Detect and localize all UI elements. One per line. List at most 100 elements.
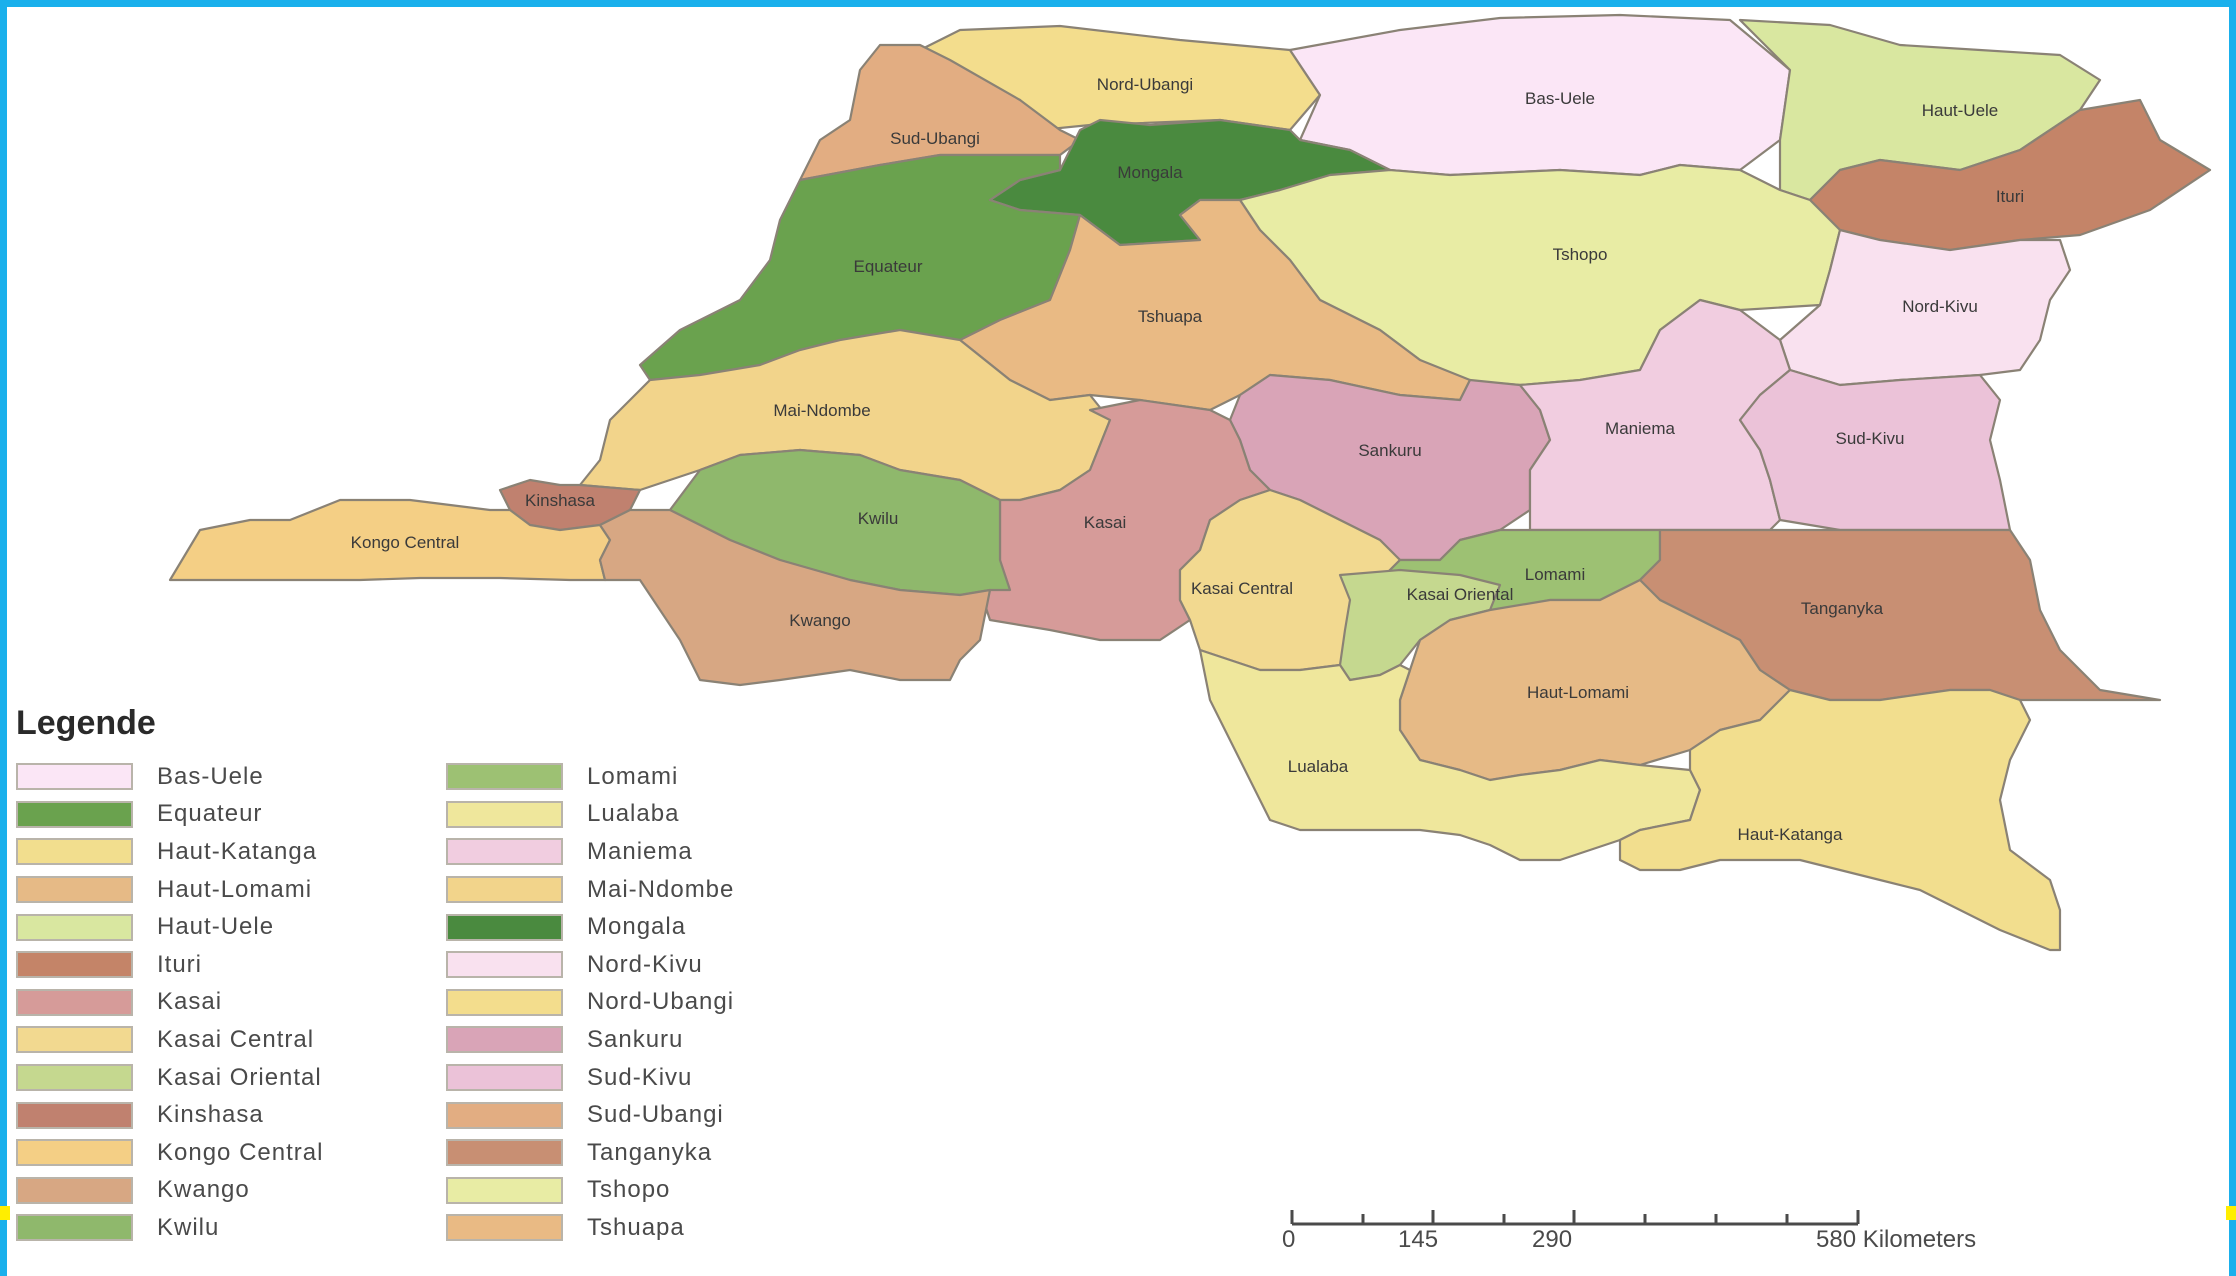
- legend-label: Kinshasa: [157, 1101, 264, 1129]
- province-kongo-central[interactable]: [168, 498, 612, 582]
- legend-item: Bas-Uele: [16, 758, 323, 796]
- legend-swatch: [446, 800, 563, 828]
- legend-swatch: [16, 1176, 133, 1204]
- legend-title: Legende: [16, 704, 156, 742]
- map-label-tshuapa: Tshuapa: [1138, 307, 1203, 326]
- legend-label: Lomami: [587, 762, 679, 790]
- map-label-kasai-central: Kasai Central: [1191, 579, 1293, 598]
- legend-item: Tshopo: [446, 1172, 734, 1210]
- legend-swatch: [446, 1026, 563, 1054]
- province-kwango[interactable]: [598, 508, 992, 687]
- scale-label-0: 0: [1282, 1226, 1296, 1253]
- province-haut-katanga[interactable]: [1618, 688, 2062, 952]
- province-nord-kivu[interactable]: [1778, 228, 2072, 387]
- legend-label: Bas-Uele: [157, 762, 264, 790]
- scale-bar: [1290, 1210, 1860, 1226]
- map-label-maniema: Maniema: [1605, 419, 1675, 438]
- legend-label: Kasai: [157, 988, 223, 1016]
- legend-label: Kasai Oriental: [157, 1063, 322, 1091]
- legend-label: Mongala: [587, 913, 687, 941]
- map-label-nord-ubangi: Nord-Ubangi: [1097, 75, 1193, 94]
- legend-swatch: [446, 951, 563, 979]
- legend-swatch: [446, 876, 563, 904]
- legend-label: Equateur: [157, 800, 263, 828]
- legend-item: Kasai Oriental: [16, 1059, 323, 1097]
- legend-label: Haut-Katanga: [157, 837, 318, 865]
- legend-item: Lomami: [446, 758, 734, 796]
- legend-swatch: [16, 1214, 133, 1242]
- legend-swatch: [16, 838, 133, 866]
- legend-item: Haut-Lomami: [16, 871, 323, 909]
- legend-item: Sankuru: [446, 1021, 734, 1059]
- map-label-kwango: Kwango: [789, 611, 850, 630]
- map-label-sud-kivu: Sud-Kivu: [1836, 429, 1905, 448]
- legend-label: Sankuru: [587, 1025, 684, 1053]
- map-label-ituri: Ituri: [1996, 187, 2024, 206]
- legend-swatch: [446, 913, 563, 941]
- legend-item: Haut-Uele: [16, 908, 323, 946]
- legend-label: Nord-Ubangi: [587, 988, 735, 1016]
- map-label-mai-ndombe: Mai-Ndombe: [773, 401, 870, 420]
- map-label-tshopo: Tshopo: [1553, 245, 1608, 264]
- legend-item: Maniema: [446, 833, 734, 871]
- legend-item: Sud-Ubangi: [446, 1096, 734, 1134]
- legend-label: Tshuapa: [587, 1213, 685, 1241]
- yellow-edge-marker-left: [0, 1206, 10, 1220]
- map-label-lomami: Lomami: [1525, 565, 1585, 584]
- map-label-kwilu: Kwilu: [858, 509, 899, 528]
- legend-item: Kinshasa: [16, 1096, 323, 1134]
- map-label-mongala: Mongala: [1117, 163, 1183, 182]
- map-label-kasai-oriental: Kasai Oriental: [1407, 585, 1514, 604]
- legend-label: Mai-Ndombe: [587, 875, 735, 903]
- province-kasai-oriental[interactable]: [1338, 568, 1502, 682]
- legend-item: Lualaba: [446, 796, 734, 834]
- map-label-kongo-central: Kongo Central: [351, 533, 460, 552]
- map-label-haut-katanga: Haut-Katanga: [1738, 825, 1843, 844]
- legend-item: Kasai Central: [16, 1021, 323, 1059]
- legend-item: Mai-Ndombe: [446, 871, 734, 909]
- legend-item: Nord-Kivu: [446, 946, 734, 984]
- map-label-nord-kivu: Nord-Kivu: [1902, 297, 1978, 316]
- map-label-haut-uele: Haut-Uele: [1922, 101, 1999, 120]
- legend-label: Sud-Kivu: [587, 1063, 693, 1091]
- legend-label: Nord-Kivu: [587, 950, 703, 978]
- legend-swatch: [446, 763, 563, 791]
- legend-item: Ituri: [16, 946, 323, 984]
- map-label-kinshasa: Kinshasa: [525, 491, 595, 510]
- legend-label: Haut-Lomami: [157, 875, 313, 903]
- legend-swatch: [16, 1139, 133, 1167]
- legend-item: Haut-Katanga: [16, 833, 323, 871]
- scale-label-145: 145: [1398, 1226, 1439, 1253]
- map-label-bas-uele: Bas-Uele: [1525, 89, 1595, 108]
- scale-label-290: 290: [1532, 1226, 1573, 1253]
- legend-label: Ituri: [157, 950, 203, 978]
- legend-item: Tanganyka: [446, 1134, 734, 1172]
- legend-swatch: [446, 1101, 563, 1129]
- map-label-haut-lomami: Haut-Lomami: [1527, 683, 1629, 702]
- map-label-lualaba: Lualaba: [1288, 757, 1349, 776]
- yellow-edge-marker-right: [2226, 1206, 2236, 1220]
- map-label-sankuru: Sankuru: [1358, 441, 1421, 460]
- legend-swatch: [16, 951, 133, 979]
- legend-item: Kongo Central: [16, 1134, 323, 1172]
- legend-swatch: [446, 838, 563, 866]
- legend-swatch: [446, 1176, 563, 1204]
- legend-label: Kwango: [157, 1176, 250, 1204]
- scale-label-580: 580 Kilometers: [1816, 1226, 1977, 1253]
- legend-swatch: [16, 913, 133, 941]
- map-label-sud-ubangi: Sud-Ubangi: [890, 129, 980, 148]
- legend-item: Kwilu: [16, 1209, 323, 1247]
- legend-label: Maniema: [587, 837, 693, 865]
- legend-item: Tshuapa: [446, 1209, 734, 1247]
- legend-label: Kasai Central: [157, 1025, 315, 1053]
- legend-swatch: [16, 876, 133, 904]
- legend-swatch: [16, 800, 133, 828]
- legend-swatch: [16, 1026, 133, 1054]
- province-sud-kivu[interactable]: [1738, 368, 2012, 532]
- legend-swatch: [446, 1139, 563, 1167]
- legend-item: Equateur: [16, 796, 323, 834]
- legend-item: Sud-Kivu: [446, 1059, 734, 1097]
- legend-label: Haut-Uele: [157, 913, 275, 941]
